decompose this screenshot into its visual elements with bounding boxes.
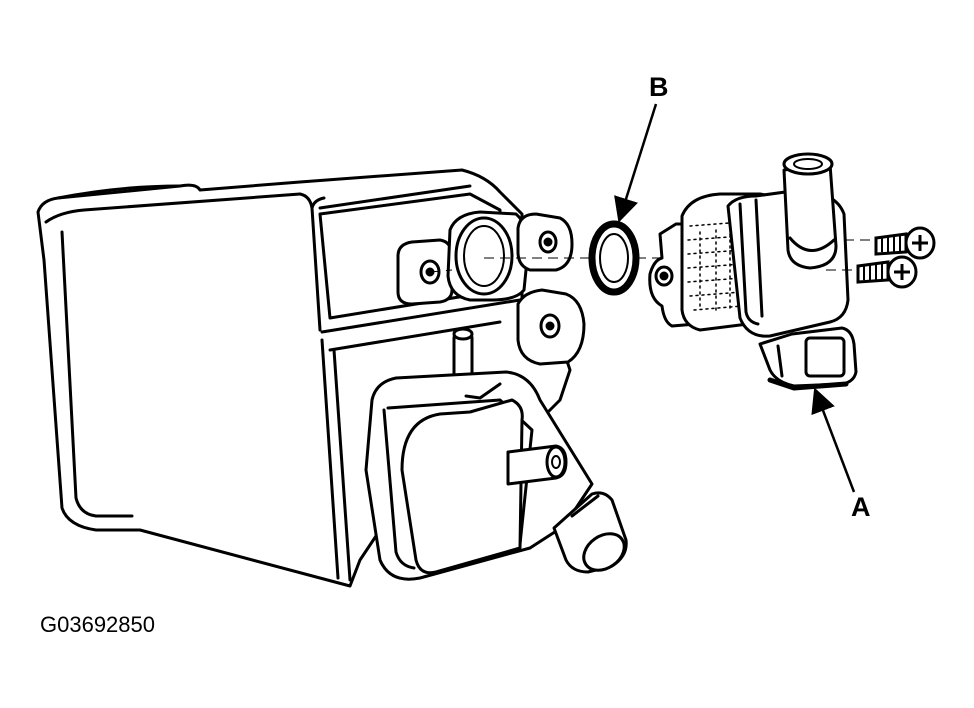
canister-side-nipple xyxy=(506,444,568,486)
callout-b-leader xyxy=(614,103,658,223)
mounting-screw-upper xyxy=(874,226,936,260)
canister-left-boss xyxy=(396,238,454,306)
canister-outlet-pipe xyxy=(552,491,628,574)
canister-right-lower-boss xyxy=(516,288,586,366)
canister-assembly xyxy=(36,168,628,588)
o-ring xyxy=(588,220,640,296)
canister-port xyxy=(446,210,530,302)
callout-a-leader xyxy=(811,387,856,493)
callout-label-b: B xyxy=(649,72,669,102)
valve-inlet-nozzle xyxy=(782,152,838,270)
canister-right-upper-boss xyxy=(516,212,574,272)
callout-label-a: A xyxy=(851,492,871,522)
figure-id: G03692850 xyxy=(40,612,155,637)
mounting-screw-lower xyxy=(856,255,918,289)
assembly-centerlines xyxy=(429,239,872,273)
valve-electrical-connector xyxy=(758,326,858,391)
canister-lower-housing xyxy=(364,370,594,581)
solenoid-valve xyxy=(648,152,858,391)
